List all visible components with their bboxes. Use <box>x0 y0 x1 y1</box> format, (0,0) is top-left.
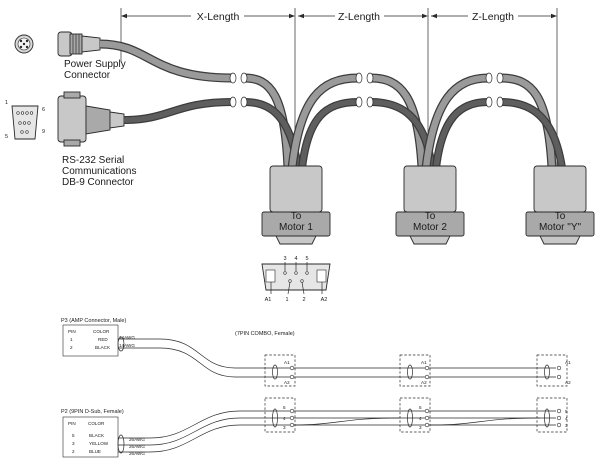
p2-header-color: COLOR <box>88 421 105 426</box>
db9-connector <box>11 91 125 147</box>
p2-pin-table <box>62 416 119 458</box>
schematic-conn-1 <box>264 354 296 433</box>
conn2-p4: 4 <box>419 416 422 421</box>
pinout-num-5: 5 <box>305 256 308 262</box>
x-length-label: X-Length <box>197 11 240 23</box>
p3-row2-awg: 14AWG <box>119 343 135 348</box>
rs232-label-2: Communications <box>62 166 136 177</box>
p2-row3-pin: 2 <box>72 449 75 454</box>
cable-serial <box>123 98 233 124</box>
p3-header-color: COLOR <box>93 329 110 334</box>
p2-row2-awg: 26AWG <box>129 444 145 449</box>
p3-header-pin: PIN <box>68 329 76 334</box>
cable-power <box>99 39 233 83</box>
conn1-p4: 4 <box>283 416 286 421</box>
combo-label: (7PIN COMBO, Female) <box>235 331 295 337</box>
combo-pinout-face <box>261 262 331 295</box>
conn2-a1: A1 <box>421 360 427 365</box>
conn2-a2: A2 <box>421 380 427 385</box>
p2-row1-awg: 26AWG <box>129 437 145 442</box>
db9-pin-6-label: 6 <box>42 107 45 113</box>
p2-title: P2 (9PIN D-Sub, Female) <box>61 409 124 415</box>
conn1-a1: A1 <box>284 360 290 365</box>
p2-row2-color: YELLOW <box>89 441 109 446</box>
z-length-label-1: Z-Length <box>338 11 380 23</box>
conn1-p3: 3 <box>283 425 286 430</box>
motor1-label-1: To <box>291 211 302 222</box>
p3-row1-color: RED <box>98 337 108 342</box>
pinout-label-a1: A1 <box>265 297 272 303</box>
db9-pin-9-label: 9 <box>42 129 45 135</box>
power-supply-label-2: Connector <box>64 70 111 81</box>
motor2-connector <box>395 165 465 245</box>
rs232-label-1: RS-232 Serial <box>62 155 124 166</box>
conn3-p5: 5 <box>565 409 568 414</box>
p3-row1-pin: 1 <box>70 337 73 342</box>
dimension-lines <box>120 8 558 168</box>
power-supply-label-1: Power Supply <box>64 59 126 70</box>
conn3-a1: A1 <box>565 360 571 365</box>
schematic-conn-2 <box>399 354 431 433</box>
schematic-conn-3 <box>536 354 568 433</box>
motor-y-label-2: Motor "Y" <box>539 222 582 233</box>
pinout-num-3: 3 <box>283 256 286 262</box>
motor1-connector <box>261 165 331 245</box>
pinout-label-2: 2 <box>302 297 305 303</box>
p2-row1-pin: 5 <box>72 433 75 438</box>
conn1-p5: 5 <box>283 405 286 410</box>
p3-title: P3 (AMP Connector, Male) <box>61 318 126 324</box>
conn2-p5: 5 <box>419 405 422 410</box>
power-supply-connector <box>14 31 101 57</box>
motor-y-label-1: To <box>555 211 566 222</box>
p3-row2-color: BLACK <box>95 345 111 350</box>
schematic-power-wires <box>117 336 556 378</box>
p2-row1-color: BLACK <box>89 433 105 438</box>
conn2-p3: 3 <box>419 425 422 430</box>
schematic-signal-wires <box>117 410 556 454</box>
cable-section-motor1 <box>244 73 359 169</box>
cable-section-motor2 <box>370 73 489 169</box>
p3-row2-pin: 2 <box>70 345 73 350</box>
p2-row2-pin: 3 <box>72 441 75 446</box>
p2-row3-awg: 26AWG <box>129 451 145 456</box>
motor-y-connector <box>525 165 595 245</box>
cable-section-motor-y <box>500 73 566 169</box>
rs232-label-3: DB-9 Connector <box>62 177 134 188</box>
pinout-label-1: 1 <box>285 297 288 303</box>
p2-header-pin: PIN <box>68 421 76 426</box>
p2-row3-color: BLUE <box>89 449 101 454</box>
conn3-p4: 4 <box>565 416 568 421</box>
db9-pin-1-label: 1 <box>5 100 8 106</box>
z-length-label-2: Z-Length <box>472 11 514 23</box>
conn1-a2: A2 <box>284 380 290 385</box>
conn3-p3: 3 <box>565 423 568 428</box>
conn3-a2: A2 <box>565 380 571 385</box>
motor2-label-2: Motor 2 <box>413 222 447 233</box>
db9-pin-5-label: 5 <box>5 134 8 140</box>
p3-row1-awg: 14AWG <box>119 335 135 340</box>
motor1-label-2: Motor 1 <box>279 222 313 233</box>
pinout-label-a2: A2 <box>321 297 328 303</box>
motor2-label-1: To <box>425 211 436 222</box>
pinout-num-4: 4 <box>294 256 297 262</box>
